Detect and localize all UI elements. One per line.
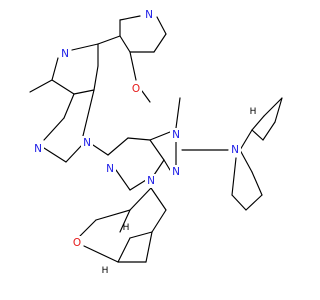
bond-line: [251, 115, 265, 131]
azabicyclo-nitrogen-label: N: [147, 175, 155, 187]
bond-line: [43, 117, 65, 141]
bond-line: [97, 35, 121, 45]
bond-line: [231, 157, 237, 196]
bond-line: [153, 33, 167, 53]
bond-line: [79, 219, 97, 237]
bond-line: [145, 231, 153, 263]
atom-bg: [130, 82, 142, 96]
bond-line: [245, 194, 263, 211]
atom-bg: [143, 8, 155, 22]
stereo-hydrogen-label: H: [102, 266, 109, 276]
atom-bg: [170, 128, 182, 142]
bond-line: [262, 121, 276, 141]
bond-line: [129, 51, 137, 81]
imidazopyridine-nitrogen-label: N: [106, 163, 114, 175]
bond-line: [65, 144, 83, 163]
bond-line: [129, 179, 147, 191]
atom-bg: [170, 165, 182, 179]
imidazole-n3-label: N: [172, 166, 180, 178]
bond-line: [274, 97, 283, 123]
bond-line: [129, 187, 152, 211]
bond-line: [141, 90, 151, 103]
bond-line: [149, 131, 171, 141]
stereo-hydrogen-label: H: [250, 107, 257, 117]
bond-line: [51, 79, 75, 95]
bond-line: [163, 159, 171, 171]
atom-label-layer: N O N N N N N N N N O H H H: [32, 8, 256, 276]
atom-bg: [32, 142, 44, 156]
pyrazine-nitrogen-label: N: [231, 144, 239, 156]
bond-line: [151, 209, 167, 233]
bond-line: [119, 35, 131, 53]
bond-line: [81, 89, 95, 141]
bond-line: [43, 147, 67, 163]
pyridine-nitrogen-label: N: [145, 9, 153, 21]
atom-bg: [104, 162, 116, 176]
bond-line: [107, 137, 129, 156]
bond-layer: [29, 15, 283, 263]
bond-line: [251, 171, 263, 196]
oxa-oxygen-label: O: [73, 237, 81, 249]
bond-line: [93, 65, 99, 91]
bond-line: [117, 237, 131, 263]
bond-line: [156, 16, 167, 35]
bond-line: [83, 245, 119, 263]
bond-line: [119, 15, 141, 21]
methoxy-oxygen-label: O: [132, 83, 140, 95]
bond-line: [251, 129, 264, 141]
bond-line: [129, 231, 153, 239]
bond-line: [92, 144, 109, 156]
bond-line: [231, 194, 247, 211]
atom-bg: [59, 47, 71, 61]
bond-line: [263, 97, 283, 117]
bond-line: [150, 187, 167, 211]
bond-line: [71, 43, 99, 51]
molecule-structure: N O N N N N N N N N O H H H: [29, 8, 283, 276]
pyrazole-n2-label: N: [34, 143, 42, 155]
bond-line: [115, 169, 131, 191]
bond-line: [29, 79, 53, 93]
bond-line: [95, 209, 131, 221]
pyrrolopyridine-nitrogen-label: N: [61, 48, 69, 60]
stereo-hydrogen-label: H: [123, 223, 130, 233]
bond-line: [73, 89, 95, 95]
bond-line: [239, 129, 253, 151]
bond-line: [127, 137, 151, 141]
imidazole-n-methyl-label: N: [172, 129, 180, 141]
pyrazole-n1-label: N: [83, 137, 91, 149]
bond-line: [175, 97, 181, 129]
atom-bg: [71, 236, 83, 250]
bond-line: [51, 57, 59, 81]
bond-line: [63, 93, 75, 119]
atom-bg: [229, 143, 241, 157]
bond-line: [239, 149, 253, 173]
atom-bg: [145, 174, 157, 188]
bond-line: [119, 209, 131, 233]
atom-bg: [81, 136, 93, 150]
bond-line: [149, 139, 165, 161]
